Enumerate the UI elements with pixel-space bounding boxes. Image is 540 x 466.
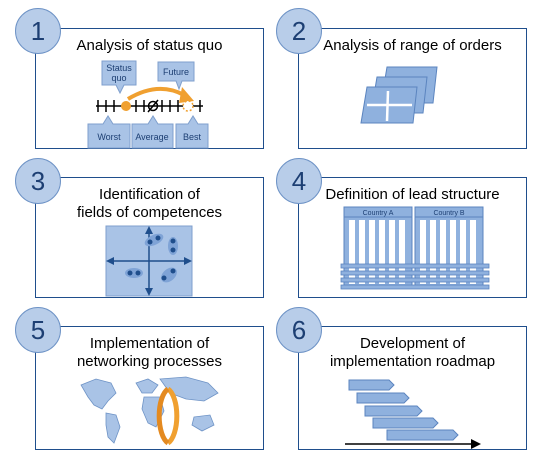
country-a-label: Country A bbox=[363, 210, 394, 217]
order-form-icon bbox=[367, 90, 412, 122]
step-4-title: Definition of lead structure bbox=[325, 186, 500, 203]
worst-callout: Worst bbox=[87, 115, 131, 149]
roadmap-bars bbox=[348, 379, 459, 441]
step-5-title-line2: networking processes bbox=[76, 353, 223, 370]
step-4-badge: 4 bbox=[276, 158, 322, 204]
step-4-panel: Definition of lead structure Country A C… bbox=[298, 177, 527, 298]
step-1-badge: 1 bbox=[15, 8, 61, 54]
lead-structure-graphic: Country A Country B bbox=[340, 206, 490, 290]
step-6-badge: 6 bbox=[276, 307, 322, 353]
step-2-panel: Analysis of range of orders bbox=[298, 28, 527, 149]
country-b-label: Country B bbox=[433, 210, 464, 217]
world-map bbox=[80, 376, 219, 444]
status-quo-label-line2: quo bbox=[111, 73, 126, 83]
roadmap-graphic bbox=[345, 379, 481, 449]
step-5-title: Implementation of networking processes bbox=[36, 335, 263, 371]
step-3-panel: Identification of fields of competences bbox=[35, 177, 264, 298]
best-label: Best bbox=[183, 132, 202, 142]
world-network-graphic bbox=[80, 376, 219, 446]
improvement-arrow bbox=[126, 87, 185, 101]
step-6-panel: Development of implementation roadmap bbox=[298, 326, 527, 450]
competence-matrix-graphic bbox=[105, 225, 193, 297]
step-6-title-line2: implementation roadmap bbox=[329, 353, 496, 370]
cross-country-bands bbox=[340, 263, 490, 290]
step-3-title-line1: Identification of bbox=[99, 186, 200, 203]
scale-ticks bbox=[97, 100, 201, 112]
step-5-badge: 5 bbox=[15, 307, 61, 353]
status-quo-scale-graphic: Status quo Future Worst Averag bbox=[87, 60, 209, 149]
step-1-panel: Analysis of status quo Status quo Future bbox=[35, 28, 264, 149]
step-6-title-line1: Development of bbox=[359, 335, 466, 352]
future-label: Future bbox=[163, 67, 189, 77]
competence-clusters bbox=[125, 233, 178, 283]
average-slash bbox=[147, 99, 159, 113]
step-1-title: Analysis of status quo bbox=[76, 37, 223, 54]
best-callout: Best bbox=[175, 115, 209, 149]
step-2-badge: 2 bbox=[276, 8, 322, 54]
step-5-title-line1: Implementation of bbox=[89, 335, 210, 352]
future-callout: Future bbox=[157, 61, 195, 91]
status-quo-label-line1: Status bbox=[106, 63, 132, 73]
worst-label: Worst bbox=[97, 132, 121, 142]
step-3-title: Identification of fields of competences bbox=[36, 186, 263, 222]
step-2-title: Analysis of range of orders bbox=[323, 37, 502, 54]
future-marker bbox=[182, 100, 194, 112]
average-marker bbox=[147, 100, 159, 112]
improvement-arrowhead bbox=[179, 87, 194, 103]
step-3-badge: 3 bbox=[15, 158, 61, 204]
status-quo-marker bbox=[121, 101, 131, 111]
average-label: Average bbox=[135, 132, 168, 142]
network-loop-icon bbox=[156, 386, 180, 446]
order-range-graphic bbox=[360, 66, 438, 124]
step-5-panel: Implementation of networking processes bbox=[35, 326, 264, 450]
status-quo-callout: Status quo bbox=[101, 60, 137, 95]
step-3-title-line2: fields of competences bbox=[76, 204, 223, 221]
step-6-title: Development of implementation roadmap bbox=[299, 335, 526, 371]
average-callout: Average bbox=[131, 115, 174, 149]
